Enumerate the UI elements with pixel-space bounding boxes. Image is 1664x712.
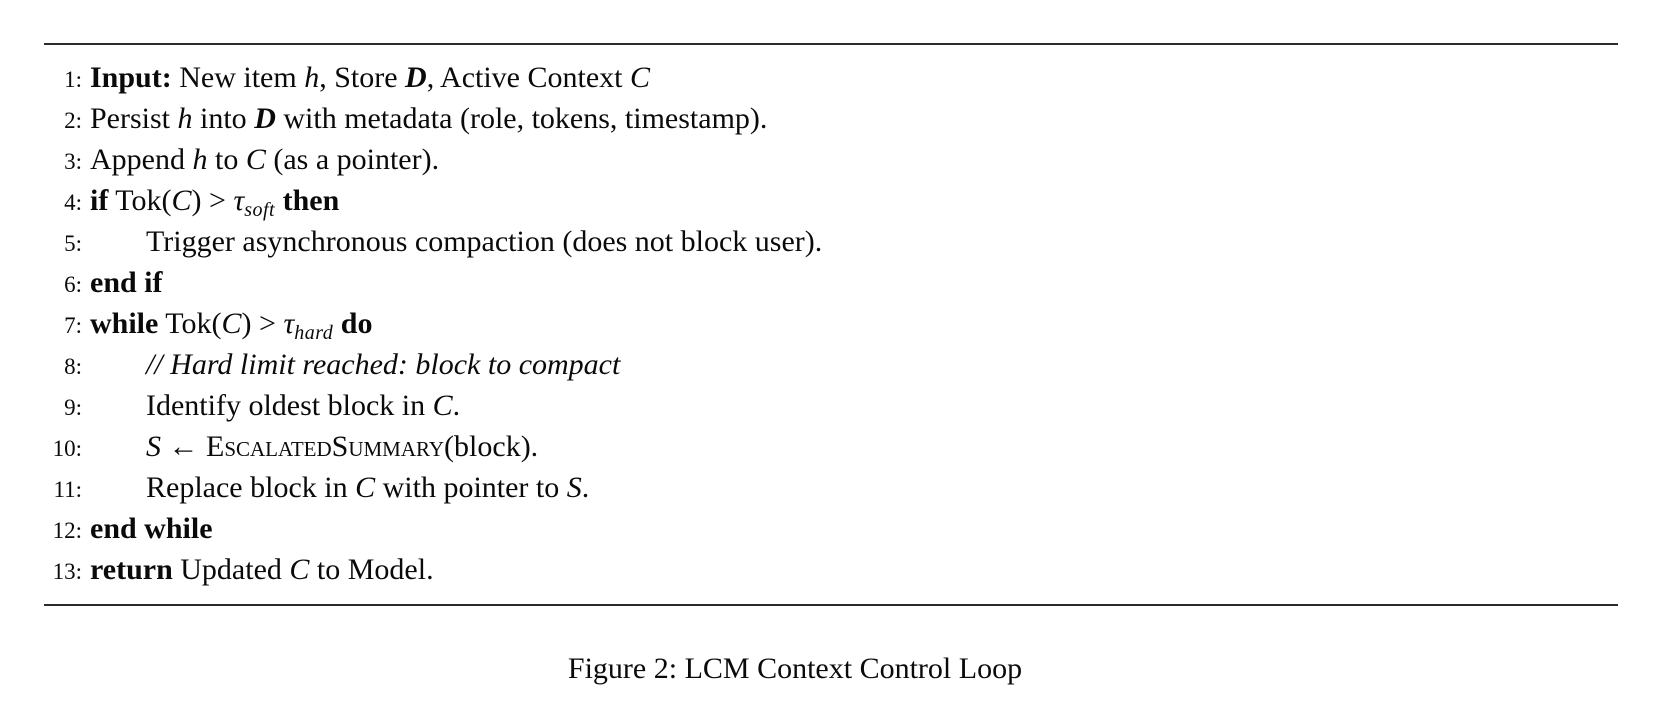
line-number: 6:: [64, 272, 82, 297]
algorithm-bottom-rule: [44, 604, 1618, 606]
line-segment: (as a pointer).: [265, 143, 440, 176]
algorithm-lines: 1:Input: New item h, Store D, Active Con…: [44, 45, 1618, 604]
algo-line: 7: while Tok(C) > τhard do: [44, 303, 1618, 344]
algorithm-block: 1:Input: New item h, Store D, Active Con…: [44, 43, 1618, 606]
line-segment: (block).: [444, 430, 539, 463]
line-number: 13:: [52, 559, 82, 584]
line-segment: while: [90, 307, 159, 340]
line-number: 11:: [53, 477, 82, 502]
line-segment: [275, 184, 283, 217]
algo-line: 8: // Hard limit reached: block to compac…: [44, 344, 1618, 385]
line-content: if Tok(C) > τsoft then: [90, 180, 339, 231]
line-number: 9:: [64, 395, 82, 420]
algo-line: 12: end while: [44, 508, 1618, 549]
line-content: Trigger asynchronous compaction (does no…: [90, 221, 822, 262]
line-number: 10:: [52, 436, 82, 461]
line-content: Append h to C (as a pointer).: [90, 139, 439, 180]
line-segment: h: [177, 102, 193, 135]
line-segment: into: [192, 102, 255, 135]
line-segment: to Model.: [309, 553, 434, 586]
line-segment: Tok(: [108, 184, 172, 217]
line-segment: with metadata (role, tokens, timestamp).: [275, 102, 768, 135]
line-segment: S: [146, 430, 161, 463]
line-content: Identify oldest block in C.: [90, 385, 460, 426]
line-segment: Identify oldest block in: [146, 389, 433, 422]
line-number: 12:: [52, 518, 82, 543]
algo-line: 10: S ← EscalatedSummary(block).: [44, 426, 1618, 467]
line-segment: τ: [283, 307, 295, 340]
line-content: Replace block in C with pointer to S.: [90, 467, 589, 508]
line-segment: C: [221, 307, 242, 340]
line-number: 3:: [64, 149, 82, 174]
line-segment: C: [432, 389, 453, 422]
line-segment: τ: [233, 184, 245, 217]
line-content: Input: New item h, Store D, Active Conte…: [90, 57, 650, 98]
line-segment: ←: [161, 430, 206, 463]
line-segment: return: [90, 553, 173, 586]
line-segment: .: [581, 471, 590, 504]
line-segment: , Store: [319, 61, 406, 94]
line-segment: if: [90, 184, 109, 217]
line-segment: ) >: [241, 307, 284, 340]
line-segment: end if: [90, 266, 163, 299]
line-segment: soft: [244, 199, 276, 221]
line-segment: S: [566, 471, 582, 504]
algo-line: 11: Replace block in C with pointer to S.: [44, 467, 1618, 508]
line-segment: Replace block in: [146, 471, 356, 504]
line-segment: do: [340, 307, 373, 340]
line-segment: h: [192, 143, 208, 176]
line-segment: D: [405, 61, 427, 94]
line-segment: with pointer to: [375, 471, 567, 504]
line-number: 8:: [64, 354, 82, 379]
line-segment: then: [282, 184, 340, 217]
line-number: 4:: [64, 190, 82, 215]
line-segment: C: [171, 184, 192, 217]
line-segment: Tok(: [158, 307, 222, 340]
algo-line: 2: Persist h into D with metadata (role, …: [44, 98, 1618, 139]
line-content: Persist h into D with metadata (role, to…: [90, 98, 767, 139]
line-segment: h: [304, 61, 320, 94]
line-segment: Append: [90, 143, 193, 176]
algo-line: 13: return Updated C to Model.: [44, 549, 1618, 590]
line-segment: Persist: [90, 102, 178, 135]
line-segment: end while: [90, 512, 213, 545]
line-segment: // Hard limit reached: block to compact: [146, 348, 621, 381]
line-segment: C: [355, 471, 376, 504]
algo-line: 9: Identify oldest block in C.: [44, 385, 1618, 426]
line-segment: hard: [294, 322, 334, 344]
algorithm-top-rule: [44, 43, 1618, 45]
line-segment: [333, 307, 341, 340]
line-segment: Updated: [172, 553, 290, 586]
line-segment: D: [254, 102, 276, 135]
algo-line: 6: end if: [44, 262, 1618, 303]
line-number: 2:: [64, 108, 82, 133]
line-content: while Tok(C) > τhard do: [90, 303, 372, 354]
line-segment: EscalatedSummary: [206, 430, 445, 463]
line-content: end while: [90, 508, 213, 549]
algo-line: 5: Trigger asynchronous compaction (does …: [44, 221, 1618, 262]
line-segment: New item: [171, 61, 305, 94]
line-content: return Updated C to Model.: [90, 549, 434, 590]
line-segment: .: [452, 389, 461, 422]
figure-caption: Figure 2: LCM Context Control Loop: [567, 652, 1023, 685]
line-content: S ← EscalatedSummary(block).: [90, 426, 538, 467]
line-segment: Input:: [90, 61, 172, 94]
line-segment: to: [207, 143, 246, 176]
line-segment: C: [245, 143, 266, 176]
line-segment: C: [630, 61, 651, 94]
line-number: 5:: [64, 231, 82, 256]
line-segment: Trigger asynchronous compaction (does no…: [146, 225, 823, 258]
line-segment: C: [289, 553, 310, 586]
line-number: 1:: [64, 67, 82, 92]
line-number: 7:: [64, 313, 82, 338]
algo-line: 4: if Tok(C) > τsoft then: [44, 180, 1618, 221]
algo-line: 3: Append h to C (as a pointer).: [44, 139, 1618, 180]
algo-line: 1: Input: New item h, Store D, Active Con…: [44, 57, 1618, 98]
line-segment: ) >: [191, 184, 234, 217]
line-segment: , Active Context: [426, 61, 630, 94]
line-content: // Hard limit reached: block to compact: [90, 344, 620, 385]
line-content: end if: [90, 262, 163, 303]
